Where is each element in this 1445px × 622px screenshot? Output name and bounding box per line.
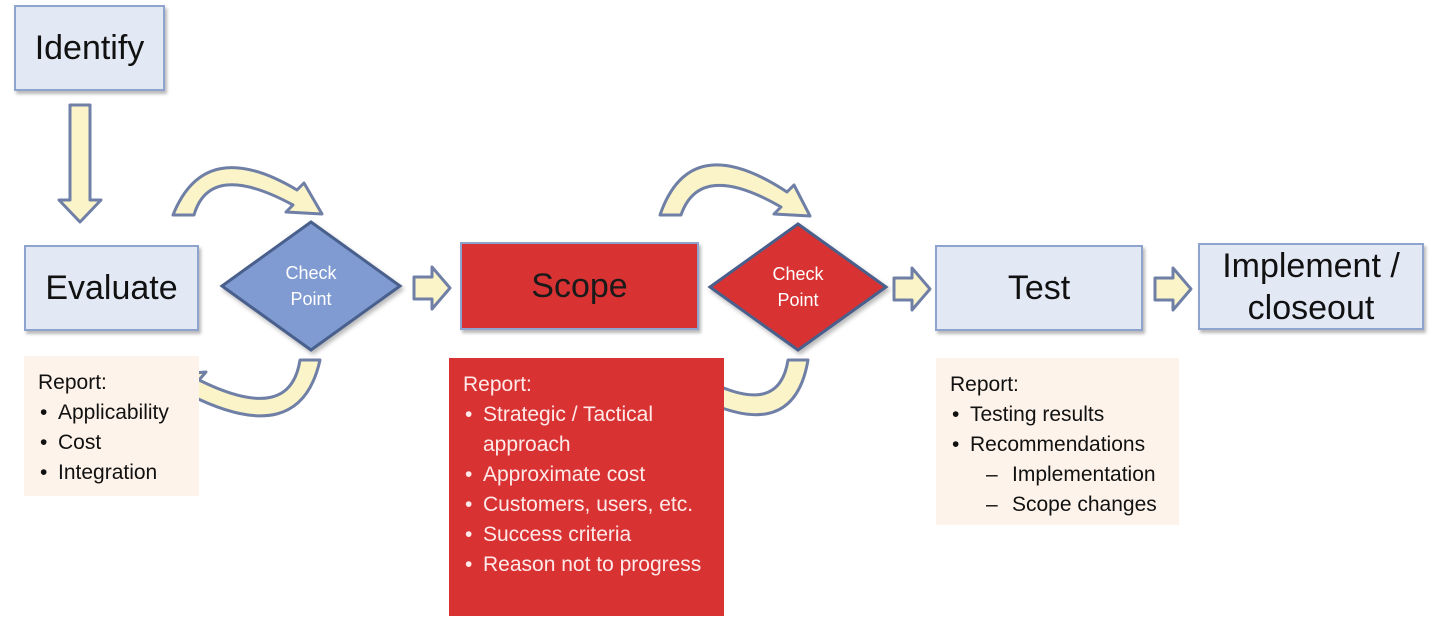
report-subitem: Implementation (950, 460, 1165, 490)
implement-label-line1: Implement / (1222, 246, 1400, 285)
implement-closeout-box: Implement / closeout (1198, 243, 1424, 330)
test-label: Test (1007, 268, 1071, 307)
report-title: Report: (950, 373, 1019, 396)
test-report: Report: Testing results Recommendations … (936, 358, 1179, 525)
curved-arrow-icon (171, 166, 324, 217)
identify-box: Identify (14, 5, 165, 91)
evaluate-label: Evaluate (45, 268, 178, 307)
checkpoint-diamond (707, 222, 889, 352)
scope-box: Scope (460, 242, 699, 330)
report-item: Recommendations (950, 430, 1165, 460)
checkpoint-label: Check (772, 264, 824, 284)
evaluate-box: Evaluate (24, 245, 199, 331)
right-arrow-icon (412, 265, 452, 311)
checkpoint-label: Point (290, 289, 331, 309)
report-item: Applicability (38, 398, 185, 428)
scope-report: Report: Strategic / Tactical approach Ap… (449, 358, 724, 616)
identify-label: Identify (34, 28, 145, 67)
report-item: Cost (38, 428, 185, 458)
report-list: Testing results Recommendations Implemen… (950, 400, 1165, 520)
report-item: Strategic / Tactical approach (463, 400, 714, 460)
report-title: Report: (38, 371, 107, 394)
report-list: Strategic / Tactical approach Approximat… (463, 400, 714, 580)
report-item: Reason not to progress (463, 550, 714, 580)
report-title: Report: (463, 373, 532, 396)
right-arrow-icon (1153, 266, 1193, 312)
report-item: Testing results (950, 400, 1165, 430)
implement-label-line2: closeout (1247, 288, 1375, 327)
report-item: Customers, users, etc. (463, 490, 714, 520)
checkpoint-diamond (219, 220, 403, 352)
scope-label: Scope (531, 266, 628, 305)
report-item: Integration (38, 458, 185, 488)
report-list: Applicability Cost Integration (38, 398, 185, 488)
report-item: Approximate cost (463, 460, 714, 490)
right-arrow-icon (892, 266, 932, 312)
checkpoint-label: Check (285, 263, 337, 283)
checkpoint-label: Point (777, 290, 818, 310)
test-box: Test (935, 245, 1143, 331)
curved-arrow-icon (658, 163, 812, 218)
report-item: Success criteria (463, 520, 714, 550)
down-arrow-icon (57, 103, 103, 224)
report-subitem: Scope changes (950, 490, 1165, 520)
evaluate-report: Report: Applicability Cost Integration (24, 356, 199, 496)
